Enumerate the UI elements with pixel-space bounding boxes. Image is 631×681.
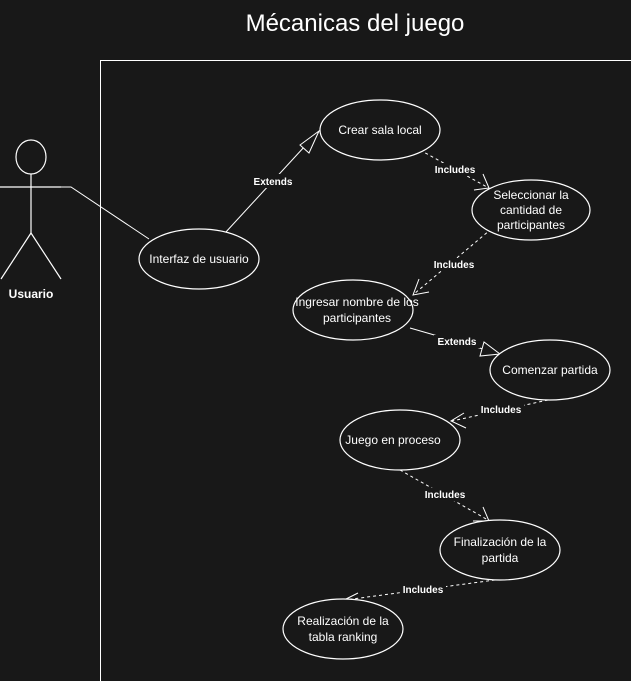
usecase-ellipse [471, 179, 591, 241]
includes-arrowhead-1 [473, 173, 490, 191]
usecase-ellipse [439, 519, 561, 581]
usecase-ellipse [138, 228, 260, 290]
edge-label-bg [431, 258, 477, 271]
extends-edge-1 [224, 145, 306, 234]
usecase-ellipse [339, 409, 461, 471]
includes-label-3: Includes [481, 405, 522, 416]
usecase-label-line-1: Finalización de la [454, 535, 547, 549]
includes-label-4: Includes [425, 490, 466, 501]
actor-usuario[interactable]: Usuario [0, 139, 62, 301]
extends-arrowhead-1 [299, 129, 321, 154]
edge-label-bg [400, 583, 446, 596]
usecase-ellipse [282, 598, 404, 660]
usecase-comenzar-partida[interactable]: Comenzar partida [489, 339, 611, 401]
extends-label-1: Extends [254, 177, 293, 188]
usecase-label-line-3: participantes [497, 218, 565, 232]
usecase-interfaz-de-usuario[interactable]: Interfaz de usuario [138, 228, 260, 290]
usecase-label: Crear sala local [338, 123, 421, 137]
usecase-label: Interfaz de usuario [149, 252, 249, 266]
edge-label-bg [434, 335, 480, 348]
usecase-label-line-1: Realización de la [297, 614, 389, 628]
includes-label-2: Includes [434, 260, 475, 271]
usecase-finalizacion-partida[interactable]: Finalización de la partida [439, 519, 561, 581]
edge-label-bg [432, 163, 478, 176]
usecase-label-line-2: partida [482, 551, 519, 565]
includes-arrowhead-2 [412, 278, 430, 296]
usecase-ingresar-nombres[interactable]: Ingresar nombre de los participantes [292, 279, 419, 341]
system-boundary [100, 60, 631, 681]
association-line [61, 186, 150, 240]
actor-right-leg [30, 232, 62, 280]
actor-left-leg [0, 232, 32, 280]
includes-arrowhead-4 [473, 506, 490, 522]
extends-label-2: Extends [438, 337, 477, 348]
usecase-label: Juego en proceso [345, 433, 441, 447]
includes-label-1: Includes [435, 165, 476, 176]
actor-head [15, 139, 47, 175]
edge-label-bg [422, 488, 468, 501]
usecase-ellipse [292, 279, 414, 341]
edge-label-bg [250, 174, 296, 188]
usecase-ellipse [489, 339, 611, 401]
usecase-label: Comenzar partida [502, 363, 598, 377]
includes-arrowhead-3 [449, 412, 467, 429]
usecase-juego-en-proceso[interactable]: Juego en proceso [339, 409, 461, 471]
usecase-tabla-ranking[interactable]: Realización de la tabla ranking [282, 598, 404, 660]
usecase-label-line-2: participantes [323, 311, 391, 325]
usecase-crear-sala-local[interactable]: Crear sala local [319, 99, 441, 161]
usecase-ellipse [319, 99, 441, 161]
includes-edge-5 [344, 579, 496, 601]
usecase-label-line-1: Seleccionar la [493, 188, 569, 202]
usecase-seleccionar-cantidad[interactable]: Seleccionar la cantidad de participantes [471, 179, 591, 241]
usecase-label-line-2: tabla ranking [309, 630, 378, 644]
diagram-title: Mécanicas del juego [246, 10, 465, 37]
edge-label-bg [478, 403, 524, 416]
actor-label: Usuario [9, 287, 54, 301]
extends-arrowhead-2 [479, 341, 502, 357]
usecase-label-line-2: cantidad de [500, 203, 562, 217]
includes-label-5: Includes [403, 585, 444, 596]
usecase-label-line-1: Ingresar nombre de los [295, 295, 418, 309]
